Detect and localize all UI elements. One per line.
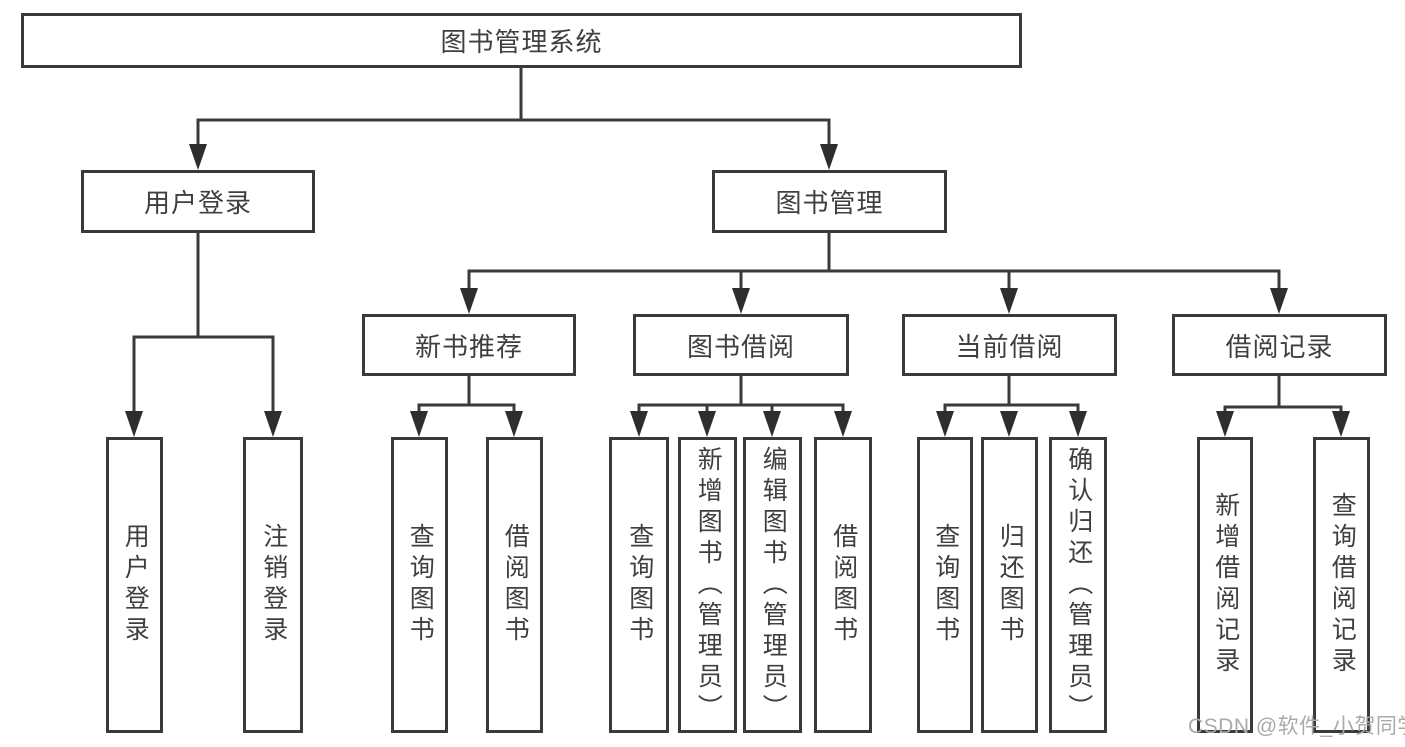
connector-arrowhead (820, 144, 838, 170)
connector-arrowhead (698, 411, 716, 437)
node-book-management: 图书管理 (712, 170, 947, 233)
node-label: 借阅图书 (501, 523, 530, 647)
node-library-management-system: 图书管理系统 (21, 13, 1022, 68)
node-label: 借阅记录 (1225, 331, 1334, 362)
connector-arrowhead (189, 144, 207, 170)
leaf-records-add-borrow-record: 新增借阅记录 (1197, 437, 1253, 733)
node-label: 编辑图书（管理员） (759, 445, 788, 725)
node-label: 归还图书 (996, 523, 1025, 647)
node-label: 借阅图书 (829, 523, 858, 647)
leaf-records-query-borrow-record: 查询借阅记录 (1313, 437, 1370, 733)
node-label: 图书借阅 (686, 331, 795, 362)
connector-arrowhead (1216, 411, 1234, 437)
node-label: 查询图书 (625, 523, 654, 647)
node-label: 查询图书 (931, 523, 960, 647)
node-label: 图书管理 (775, 188, 884, 218)
leaf-borrow-add-books-admin: 新增图书（管理员） (678, 437, 737, 733)
connector-arrowhead (505, 411, 523, 437)
node-label: 查询图书 (406, 523, 435, 647)
connector-arrowhead (936, 411, 954, 437)
leaf-user-login: 用户登录 (106, 437, 163, 733)
connector-arrowhead (1069, 411, 1087, 437)
connector-arrowhead (1332, 411, 1350, 437)
node-user-login: 用户登录 (81, 170, 315, 233)
connector-arrowhead (732, 288, 750, 314)
leaf-logout: 注销登录 (243, 437, 303, 733)
leaf-current-query-books: 查询图书 (917, 437, 973, 733)
leaf-borrow-borrow-books: 借阅图书 (814, 437, 872, 733)
node-label: 图书管理系统 (440, 27, 603, 57)
node-current-borrowing: 当前借阅 (902, 314, 1117, 376)
node-label: 用户登录 (143, 188, 252, 218)
node-label: 当前借阅 (955, 331, 1064, 362)
node-new-book-recommendation: 新书推荐 (362, 314, 576, 376)
node-label: 查询借阅记录 (1328, 492, 1357, 678)
connector-arrowhead (763, 411, 781, 437)
leaf-current-confirm-return-admin: 确认归还（管理员） (1049, 437, 1107, 733)
leaf-borrow-edit-books-admin: 编辑图书（管理员） (743, 437, 802, 733)
connector-arrowhead (460, 288, 478, 314)
connector-arrowhead (410, 411, 428, 437)
node-label: 新增图书（管理员） (694, 445, 723, 725)
leaf-borrow-query-books: 查询图书 (609, 437, 669, 733)
node-label: 注销登录 (259, 523, 288, 647)
connector-arrowhead (630, 411, 648, 437)
node-label: 新增借阅记录 (1211, 492, 1240, 678)
connector-arrowhead (834, 411, 852, 437)
leaf-current-return-books: 归还图书 (981, 437, 1038, 733)
node-label: 用户登录 (121, 523, 150, 647)
connector-arrowhead (1000, 411, 1018, 437)
node-borrowing-records: 借阅记录 (1172, 314, 1387, 376)
connector-arrowhead (1000, 288, 1018, 314)
node-book-borrowing: 图书借阅 (633, 314, 849, 376)
connector-arrowhead (264, 411, 282, 437)
connector-arrowhead (125, 411, 143, 437)
node-label: 确认归还（管理员） (1064, 445, 1093, 725)
connector-arrowhead (1270, 288, 1288, 314)
watermark: CSDN @软件_小贺同学 (1188, 715, 1405, 738)
leaf-newrec-query-books: 查询图书 (391, 437, 448, 733)
leaf-newrec-borrow-books: 借阅图书 (486, 437, 543, 733)
node-label: 新书推荐 (414, 331, 523, 362)
